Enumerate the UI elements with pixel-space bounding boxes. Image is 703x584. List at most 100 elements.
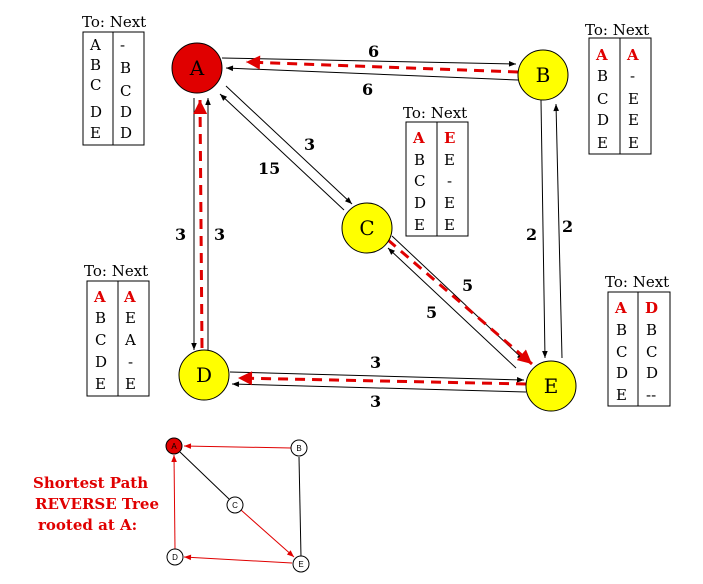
table-b: To: Next A B C D E A - E E E bbox=[585, 21, 652, 155]
edge-e-to-c bbox=[387, 247, 517, 369]
edge-e-to-b bbox=[553, 103, 563, 359]
weight-de-top: 3 bbox=[370, 353, 381, 372]
legend-line-1: Shortest Path bbox=[33, 474, 148, 492]
edge-c-to-e bbox=[391, 235, 525, 361]
table-e-dest-3: D bbox=[616, 364, 628, 382]
mini-node-c-label: C bbox=[232, 501, 238, 510]
node-c: C bbox=[341, 202, 393, 254]
weight-ce-left: 5 bbox=[426, 303, 437, 322]
table-e-dest-1: B bbox=[616, 321, 627, 339]
node-a: A bbox=[171, 42, 223, 94]
mini-tree: A B C D E bbox=[165, 437, 310, 573]
mini-node-a-label: A bbox=[171, 442, 177, 451]
weight-be-left: 2 bbox=[526, 225, 537, 244]
table-c-dest-3: D bbox=[414, 194, 426, 212]
table-a-dest-2: C bbox=[90, 76, 101, 94]
table-b-dest-0: A bbox=[595, 46, 608, 64]
legend-line-2: REVERSE Tree bbox=[35, 495, 159, 513]
table-c-next-1: E bbox=[444, 151, 455, 169]
table-c-header: To: Next bbox=[403, 104, 467, 122]
table-d-next-4: E bbox=[125, 375, 136, 393]
legend-line-3: rooted at A: bbox=[38, 516, 137, 534]
table-a-header: To: Next bbox=[82, 13, 146, 31]
weight-ab-bottom: 6 bbox=[362, 80, 373, 99]
table-d-header: To: Next bbox=[84, 262, 148, 280]
table-d: To: Next A B C D E A E A - E bbox=[84, 262, 150, 397]
mini-tree-d-to-a bbox=[171, 454, 177, 550]
table-a-dest-4: E bbox=[90, 124, 101, 142]
node-e: E bbox=[525, 360, 577, 412]
table-c-dest-0: A bbox=[412, 129, 425, 147]
mini-node-d-label: D bbox=[172, 553, 178, 562]
table-a-next-3: D bbox=[120, 103, 132, 121]
table-a-next-1: B bbox=[120, 59, 131, 77]
edge-b-to-a bbox=[225, 65, 519, 81]
node-e-label: E bbox=[544, 374, 559, 398]
table-d-next-0: A bbox=[123, 288, 136, 306]
path-d-to-a bbox=[193, 99, 208, 349]
table-a: To: Next A B C D E - B C D D bbox=[82, 13, 146, 146]
table-d-dest-4: E bbox=[95, 375, 106, 393]
node-d: D bbox=[178, 349, 230, 401]
weight-ac-right: 3 bbox=[304, 135, 315, 154]
mini-node-b-label: B bbox=[296, 444, 301, 453]
table-d-next-1: E bbox=[125, 309, 136, 327]
table-c-dest-2: C bbox=[414, 172, 425, 190]
node-c-label: C bbox=[359, 216, 374, 240]
table-b-dest-2: C bbox=[597, 90, 608, 108]
table-e-next-3: D bbox=[646, 364, 658, 382]
weight-be-right: 2 bbox=[562, 217, 573, 236]
edge-a-to-b bbox=[221, 57, 517, 67]
table-b-dest-4: E bbox=[597, 134, 608, 152]
table-c-next-4: E bbox=[444, 216, 455, 234]
table-c-next-3: E bbox=[444, 194, 455, 212]
table-c-dest-4: E bbox=[414, 216, 425, 234]
mini-edge-b-e bbox=[298, 456, 302, 558]
table-d-dest-3: D bbox=[95, 353, 107, 371]
table-b-next-0: A bbox=[626, 46, 639, 64]
mini-node-e-label: E bbox=[298, 560, 303, 569]
table-e: To: Next A B C D E D B C D -- bbox=[605, 273, 671, 407]
mini-node-d bbox=[166, 548, 184, 566]
table-e-header: To: Next bbox=[605, 273, 669, 291]
table-b-dest-3: D bbox=[597, 111, 609, 129]
table-b-next-4: E bbox=[628, 134, 639, 152]
table-e-next-2: C bbox=[646, 343, 657, 361]
table-a-next-2: C bbox=[120, 82, 131, 100]
table-e-next-0: D bbox=[645, 299, 658, 317]
weight-de-bottom: 3 bbox=[370, 392, 381, 411]
weight-ac-left: 15 bbox=[258, 159, 280, 178]
mini-node-a bbox=[165, 437, 183, 455]
node-a-label: A bbox=[189, 56, 205, 80]
table-c-dest-1: B bbox=[414, 151, 425, 169]
node-b: B bbox=[517, 49, 569, 101]
table-d-dest-2: C bbox=[95, 331, 106, 349]
table-c-next-2: - bbox=[447, 172, 452, 190]
table-b-next-3: E bbox=[628, 111, 639, 129]
table-b-header: To: Next bbox=[585, 21, 649, 39]
table-d-dest-0: A bbox=[93, 288, 106, 306]
table-b-next-2: E bbox=[628, 90, 639, 108]
table-c: To: Next A B C D E E E - E E bbox=[403, 104, 469, 237]
table-c-next-0: E bbox=[444, 129, 455, 147]
table-a-next-0: - bbox=[120, 36, 125, 54]
table-a-next-4: D bbox=[120, 124, 132, 142]
mini-node-c bbox=[226, 496, 244, 514]
path-e-to-d bbox=[237, 371, 527, 386]
path-c-to-e bbox=[387, 238, 533, 366]
edge-b-to-e bbox=[540, 99, 548, 359]
mini-node-e bbox=[292, 555, 310, 573]
edge-e-to-d bbox=[231, 381, 527, 393]
edge-a-to-c bbox=[225, 85, 353, 205]
edge-c-to-a bbox=[219, 93, 345, 211]
mini-tree-b-to-a bbox=[183, 443, 292, 449]
mini-tree-c-to-e bbox=[240, 509, 295, 558]
table-e-dest-2: C bbox=[616, 343, 627, 361]
table-e-next-1: B bbox=[646, 321, 657, 339]
table-a-dest-0: A bbox=[89, 36, 101, 54]
node-b-label: B bbox=[536, 63, 551, 87]
path-b-to-a bbox=[245, 55, 519, 74]
mini-edge-a-c bbox=[179, 451, 230, 500]
table-e-next-4: -- bbox=[646, 386, 656, 404]
table-b-dest-1: B bbox=[597, 67, 608, 85]
